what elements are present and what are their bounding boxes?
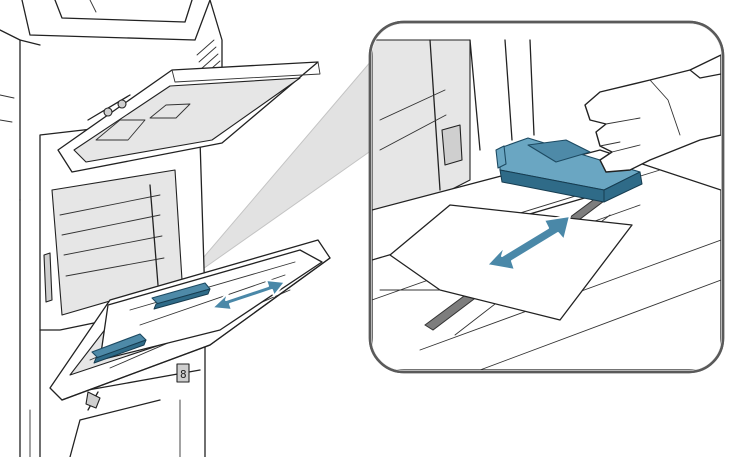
- double-arrow-icon: [486, 215, 571, 271]
- port-label: 8: [180, 368, 187, 381]
- mp-tray: [49, 239, 331, 411]
- tray-cover: [57, 61, 321, 173]
- port-icon: [176, 363, 190, 383]
- tray-arrow-icon: [211, 279, 286, 311]
- hand-illustration: [584, 54, 721, 173]
- magnified-view: [368, 20, 725, 374]
